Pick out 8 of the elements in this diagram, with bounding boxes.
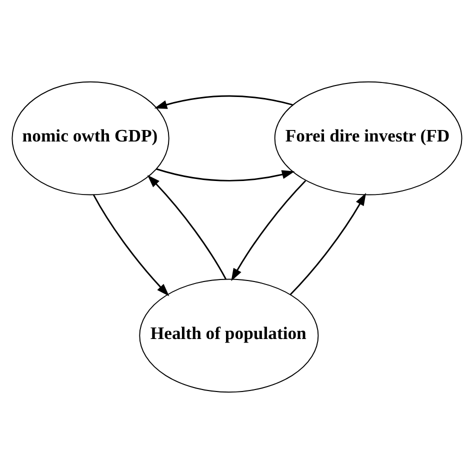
node-ellipse: Health of population bbox=[139, 278, 319, 393]
arrow bbox=[231, 180, 306, 282]
node-ellipse: Forei dire investr (FD bbox=[274, 81, 462, 196]
arrow bbox=[154, 95, 293, 109]
arrow bbox=[147, 174, 226, 280]
arrow bbox=[290, 192, 366, 296]
arrow bbox=[92, 194, 170, 296]
arrow bbox=[156, 168, 295, 182]
